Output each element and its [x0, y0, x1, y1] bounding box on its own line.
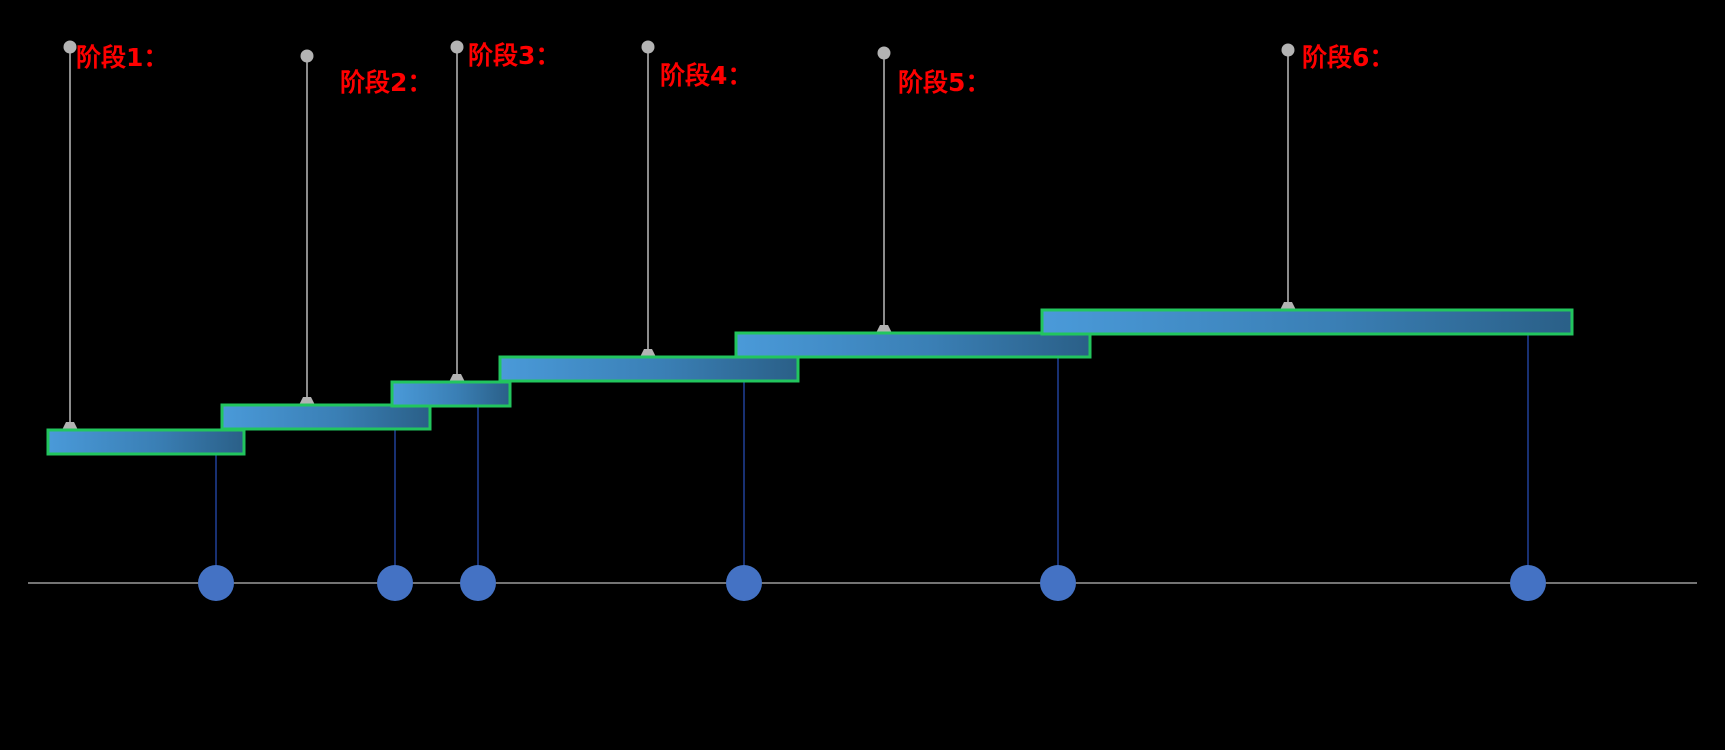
phase-top-dot-3 [450, 40, 464, 54]
milestone-circles-group [198, 565, 1546, 601]
milestone-drop-lines-group [215, 334, 1529, 583]
milestone-circle-1[interactable] [198, 565, 234, 601]
phase-bar-2[interactable] [220, 403, 432, 431]
phase-label-6: 阶段6： [1302, 43, 1395, 72]
phase-connector-foot-1 [62, 422, 78, 430]
phase-top-dot-5 [877, 46, 891, 60]
phase-connector-foot-4 [640, 349, 656, 357]
milestone-circle-4[interactable] [726, 565, 762, 601]
phase-bar-6[interactable] [1040, 308, 1574, 336]
phase-bar-4[interactable] [498, 355, 800, 383]
phase-top-dot-6 [1281, 43, 1295, 57]
phase-connector-foot-5 [876, 325, 892, 333]
phase-label-5: 阶段5： [898, 68, 991, 97]
phase-bars-group [46, 308, 1574, 456]
milestone-circle-3[interactable] [460, 565, 496, 601]
phase-top-dot-1 [63, 40, 77, 54]
phase-bar-1[interactable] [46, 428, 246, 456]
milestone-circle-2[interactable] [377, 565, 413, 601]
milestone-circle-5[interactable] [1040, 565, 1076, 601]
phase-connectors-group [62, 40, 1296, 430]
phase-label-4: 阶段4： [660, 61, 753, 90]
phase-connector-foot-2 [299, 397, 315, 405]
phase-top-dot-4 [641, 40, 655, 54]
phase-bar-3[interactable] [390, 380, 512, 408]
phase-top-dot-2 [300, 49, 314, 63]
phase-label-2: 阶段2： [340, 68, 433, 97]
phase-connector-foot-6 [1280, 302, 1296, 310]
milestone-circle-6[interactable] [1510, 565, 1546, 601]
phase-label-1: 阶段1： [76, 43, 169, 72]
phase-connector-foot-3 [449, 374, 465, 382]
phase-label-3: 阶段3： [468, 41, 561, 70]
phase-bar-5[interactable] [734, 331, 1092, 359]
